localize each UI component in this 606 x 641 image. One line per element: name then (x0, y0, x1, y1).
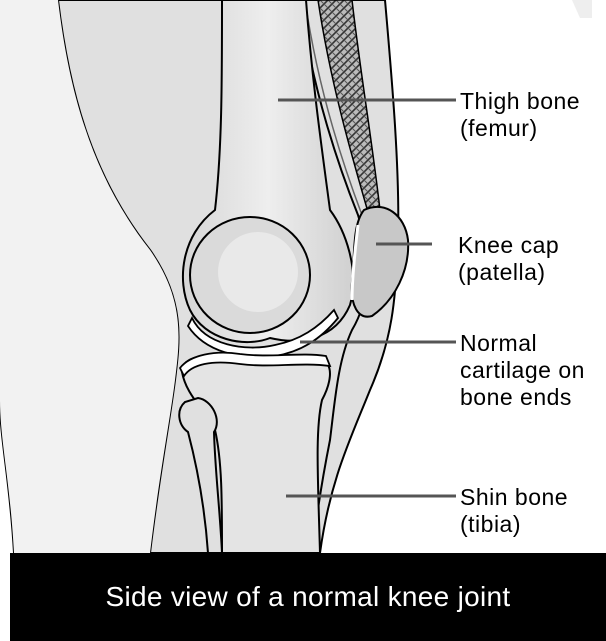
label-tibia-line2: (tibia) (460, 511, 568, 538)
patella-bone (352, 207, 408, 317)
label-femur-line1: Thigh bone (460, 88, 580, 115)
label-patella-line2: (patella) (458, 259, 559, 286)
label-patella: Knee cap (patella) (458, 232, 559, 286)
label-femur: Thigh bone (femur) (460, 88, 580, 142)
caption-bar: Side view of a normal knee joint (10, 553, 606, 641)
label-cartilage-line3: bone ends (460, 384, 585, 411)
label-tibia: Shin bone (tibia) (460, 484, 568, 538)
caption-text: Side view of a normal knee joint (10, 553, 606, 641)
label-cartilage: Normal cartilage on bone ends (460, 330, 585, 411)
decorative-corner (572, 0, 592, 18)
label-patella-line1: Knee cap (458, 232, 559, 259)
label-cartilage-line2: cartilage on (460, 357, 585, 384)
label-femur-line2: (femur) (460, 115, 580, 142)
femur-condyle-highlight (218, 232, 298, 312)
label-cartilage-line1: Normal (460, 330, 585, 357)
label-tibia-line1: Shin bone (460, 484, 568, 511)
